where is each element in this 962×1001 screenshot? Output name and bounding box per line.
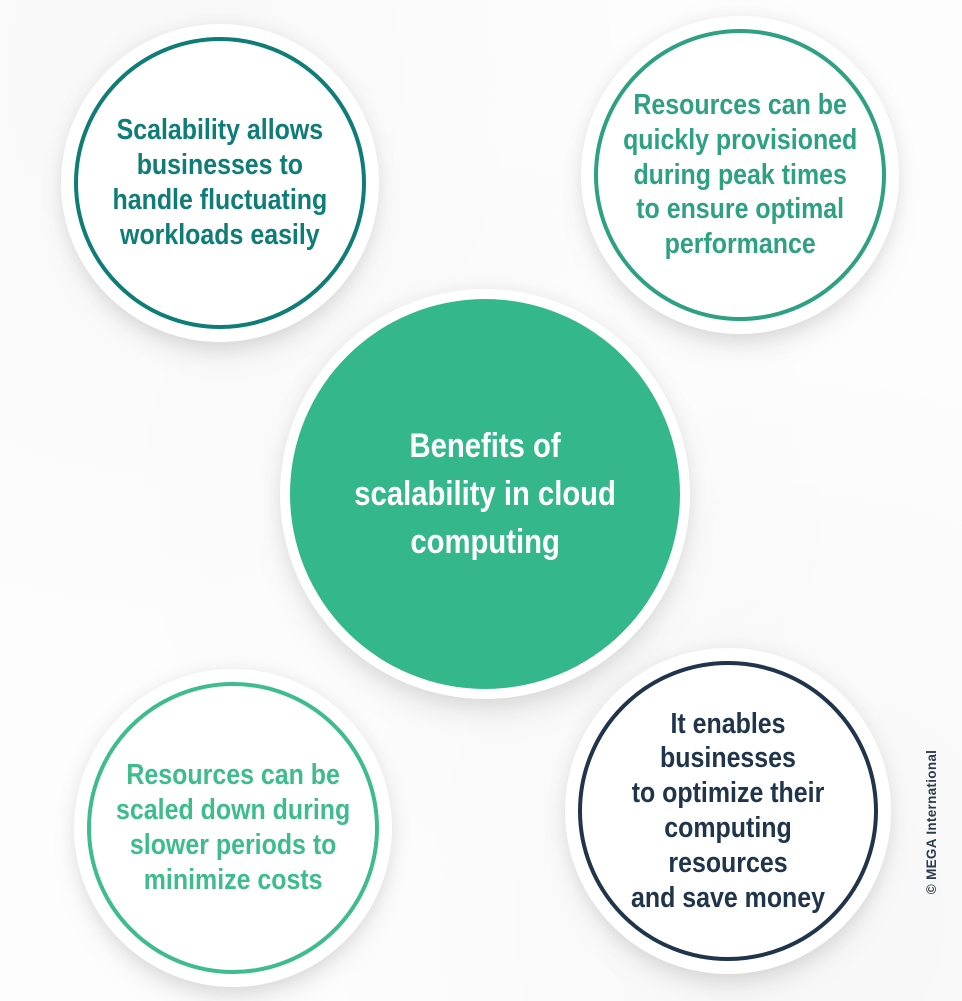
node-top-right-text: Resources can be quickly provisioned dur… [622,89,858,261]
copyright-text: © MEGA International [924,749,939,895]
center-node-text: Benefits of scalability in cloud computi… [354,426,616,562]
node-bottom-left-text: Resources can be scaled down during slow… [115,759,351,896]
node-bottom-left: Resources can be scaled down during slow… [87,682,379,974]
node-top-right: Resources can be quickly provisioned dur… [594,29,886,321]
node-top-left: Scalability allows businesses to handle … [74,37,366,329]
node-bottom-right: It enables businesses to optimize their … [578,661,878,961]
node-bottom-right-text: It enables businesses to optimize their … [630,707,826,914]
node-top-left-text: Scalability allows businesses to handle … [112,114,328,251]
center-node: Benefits of scalability in cloud computi… [290,299,680,689]
